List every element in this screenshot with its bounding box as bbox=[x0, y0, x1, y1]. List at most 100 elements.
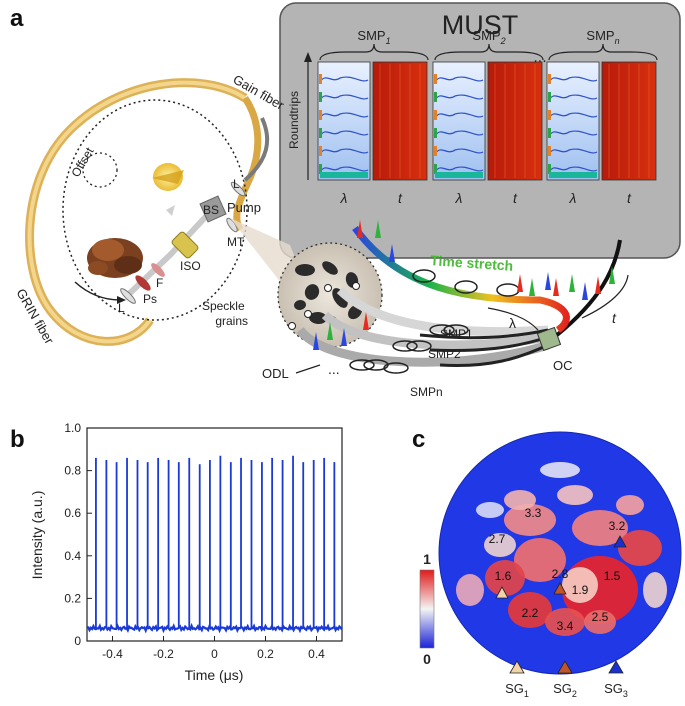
smp1-line-label-text: SMP1 bbox=[440, 327, 473, 341]
spectral-edge bbox=[434, 92, 437, 102]
spectral-base bbox=[320, 172, 368, 178]
spectral-base bbox=[435, 172, 483, 178]
l-top-label: L bbox=[233, 177, 240, 191]
smp-header-base: SMP bbox=[472, 28, 500, 43]
pulse-mark bbox=[341, 328, 347, 346]
lens-l-bottom bbox=[120, 288, 136, 304]
odl-arrow bbox=[295, 364, 321, 374]
ps-label: Ps bbox=[143, 292, 157, 306]
y-tick-label: 0.6 bbox=[64, 506, 81, 520]
smp1-fiber bbox=[336, 286, 549, 337]
pump-fiber bbox=[243, 117, 270, 182]
pulse-mark bbox=[389, 244, 395, 262]
colorbar-max-label: 1 bbox=[423, 551, 431, 567]
x-tick-label: 0.4 bbox=[308, 647, 325, 661]
spectral-edge bbox=[319, 146, 322, 156]
pulse-mark bbox=[529, 278, 535, 296]
isolator bbox=[171, 231, 199, 259]
pulse-mark bbox=[327, 322, 333, 340]
lambda-arrow-label: λ bbox=[509, 315, 516, 331]
hotspot bbox=[643, 572, 667, 608]
hotspot bbox=[508, 592, 552, 628]
filter-f bbox=[151, 263, 165, 277]
smp-header-sub: 1 bbox=[386, 36, 391, 46]
output-coupler bbox=[536, 326, 562, 352]
speckle-grain bbox=[295, 264, 315, 276]
x-tick-label: 0.2 bbox=[257, 647, 274, 661]
spectral-edge bbox=[319, 128, 322, 138]
hotspot bbox=[485, 560, 525, 596]
sg-legend-marker bbox=[509, 660, 525, 674]
hotspot bbox=[545, 608, 585, 636]
hotspot bbox=[616, 495, 644, 515]
pulse-mark bbox=[545, 272, 551, 290]
time-stretch-label: Time stretch bbox=[430, 252, 514, 274]
speckle-value: 3.3 bbox=[525, 506, 542, 520]
speckle-map-rim bbox=[438, 431, 682, 675]
spectral-edge bbox=[434, 128, 437, 138]
speckle-grain bbox=[309, 311, 327, 325]
spectral-edge bbox=[548, 164, 551, 174]
speckle-value: 1.9 bbox=[572, 583, 589, 597]
spectral-trace bbox=[319, 76, 369, 83]
t-arrow bbox=[581, 274, 629, 319]
oc-label: OC bbox=[553, 358, 573, 373]
x-tick-label: -0.4 bbox=[102, 647, 123, 661]
smp-header-base: SMP bbox=[357, 28, 385, 43]
spectral-trace bbox=[319, 94, 369, 101]
cavity-arrow bbox=[74, 281, 121, 301]
spectral-base bbox=[549, 172, 597, 178]
sg-marker bbox=[613, 535, 627, 548]
spectral-trace bbox=[548, 130, 598, 137]
smp-brace bbox=[319, 43, 429, 61]
smp-header: SMPn bbox=[586, 28, 619, 46]
spectral-edge bbox=[548, 74, 551, 84]
speckle-grain bbox=[294, 299, 306, 311]
speckle-grain bbox=[332, 288, 348, 308]
glow-flare bbox=[152, 170, 184, 184]
l-bottom-label: L bbox=[118, 301, 125, 315]
spectral-map bbox=[317, 61, 371, 181]
spectral-trace bbox=[434, 148, 484, 155]
pulse-mark bbox=[553, 278, 559, 296]
t-arrow-label: t bbox=[612, 310, 617, 326]
hotspot bbox=[504, 490, 536, 510]
sg-legend-label: SG2 bbox=[553, 681, 577, 699]
pulse-mark bbox=[595, 276, 601, 294]
chart-b-xlabel: Time (μs) bbox=[185, 667, 244, 683]
bs-label: BS bbox=[203, 203, 219, 217]
spectral-trace bbox=[319, 112, 369, 119]
x-tick-label: -0.2 bbox=[153, 647, 174, 661]
colorbar-min-label: 0 bbox=[423, 651, 431, 667]
spectral-edge bbox=[548, 128, 551, 138]
spectral-trace bbox=[434, 94, 484, 101]
speckle-value: 2.5 bbox=[592, 610, 609, 624]
direction-arrow-up bbox=[166, 205, 175, 216]
sg-legend-sub: 1 bbox=[524, 689, 529, 699]
speckle-view: Speckle grains bbox=[202, 218, 383, 348]
panel-a-letter: a bbox=[10, 5, 24, 32]
smp2-line-label-text: SMP2 bbox=[428, 347, 461, 361]
spectral-map bbox=[432, 61, 486, 181]
spectral-edge bbox=[548, 146, 551, 156]
pulse-mark bbox=[363, 312, 369, 330]
spectral-trace bbox=[319, 130, 369, 137]
fiber-network: Time stretch ODL OC λ t SMP1 SMP2 SMPn .… bbox=[262, 220, 629, 399]
sg-marker bbox=[495, 586, 509, 599]
spectral-trace bbox=[319, 148, 369, 155]
pump-label: Pump bbox=[227, 200, 261, 215]
speckle-value: 1.5 bbox=[604, 569, 621, 583]
beam-splitter bbox=[199, 195, 227, 223]
spectral-trace bbox=[548, 112, 598, 119]
sg-legend-base: SG bbox=[553, 681, 572, 696]
smp-header-base: SMP bbox=[586, 28, 614, 43]
hotspot bbox=[618, 530, 662, 566]
iso-label: ISO bbox=[180, 259, 201, 273]
spectral-edge bbox=[434, 110, 437, 120]
spectral-edge bbox=[319, 164, 322, 174]
